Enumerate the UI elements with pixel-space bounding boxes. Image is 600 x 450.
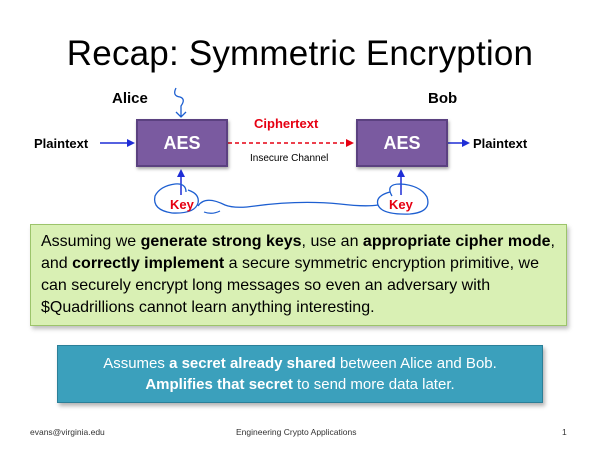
shared-text-3: to send more data later. [292,376,455,393]
key-right-label: Key [389,197,413,212]
ciphertext-label: Ciphertext [254,116,319,131]
ink-circle-key-left [153,183,199,214]
aes-encrypt-box: AES [136,119,228,167]
key-left-label: Key [170,197,194,212]
arrowhead-key-left [177,169,185,177]
explain-bold-implement: correctly implement [72,255,225,272]
alice-label: Alice [112,90,148,107]
ink-squiggle [203,210,221,214]
ink-arrow-alice [174,87,187,118]
explain-text-3: , and [41,233,555,272]
explain-text-4: a secure symmetric encryption primitive,… [41,255,539,316]
arrowhead-ciphertext [346,139,354,147]
bob-label: Bob [428,90,458,107]
plaintext-left-label: Plaintext [34,136,89,151]
shared-text-1: Assumes [103,355,170,372]
arrowhead-plaintext-in [127,139,135,147]
shared-secret-box: Assumes a secret already shared between … [57,345,543,403]
ink-circle-key-right [376,183,429,215]
ink-link-keys [197,199,379,208]
shared-bold-amplifies: Amplifies that secret [145,376,293,393]
insecure-channel-label: Insecure Channel [250,153,329,164]
arrowhead-key-right [397,169,405,177]
explain-text-2: , use an [301,233,363,250]
explanation-box: Assuming we generate strong keys, use an… [30,224,567,326]
aes-decrypt-box: AES [356,119,448,167]
shared-text-2: between Alice and Bob. [335,355,497,372]
footer-course: Engineering Crypto Applications [236,427,357,437]
footer-email: evans@virginia.edu [30,427,105,437]
slide-title: Recap: Symmetric Encryption [66,34,534,73]
plaintext-right-label: Plaintext [473,136,528,151]
footer-page-number: 1 [562,427,567,437]
explain-bold-cipher-mode: appropriate cipher mode [362,233,551,250]
explain-bold-strong-keys: generate strong keys [140,233,302,250]
shared-bold-secret: a secret already shared [169,355,336,372]
arrowhead-plaintext-out [462,139,470,147]
explain-text-1: Assuming we [41,233,141,250]
